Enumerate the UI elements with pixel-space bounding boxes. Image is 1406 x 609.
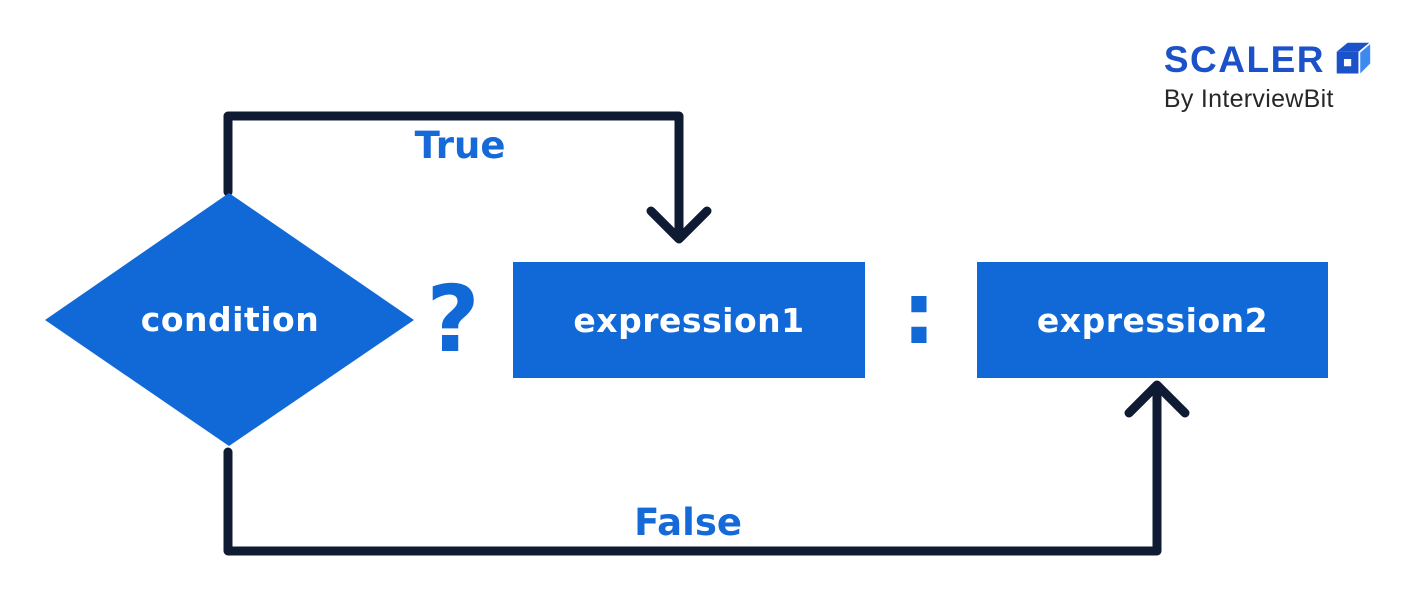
scaler-cube-icon bbox=[1334, 40, 1372, 78]
true-edge-label: True bbox=[414, 124, 506, 167]
expression1-node: expression1 bbox=[513, 262, 865, 378]
true-arrowhead-icon bbox=[646, 206, 712, 244]
false-edge-line bbox=[223, 389, 1162, 556]
true-edge-line bbox=[223, 111, 684, 237]
expression1-label: expression1 bbox=[573, 300, 805, 340]
colon-operator: : bbox=[901, 264, 937, 364]
expression2-label: expression2 bbox=[1036, 300, 1269, 340]
logo-byline: By InterviewBit bbox=[1163, 85, 1334, 113]
question-mark-operator: ? bbox=[426, 266, 480, 373]
expression2-node: expression2 bbox=[977, 262, 1328, 378]
false-arrowhead-icon bbox=[1124, 380, 1190, 418]
scaler-brand-text: SCALER bbox=[1163, 38, 1325, 80]
condition-node-label: condition bbox=[140, 300, 320, 339]
scaler-logo: SCALER By InterviewBit bbox=[1164, 40, 1372, 114]
false-edge-label: False bbox=[634, 501, 742, 544]
condition-diamond bbox=[45, 193, 414, 446]
